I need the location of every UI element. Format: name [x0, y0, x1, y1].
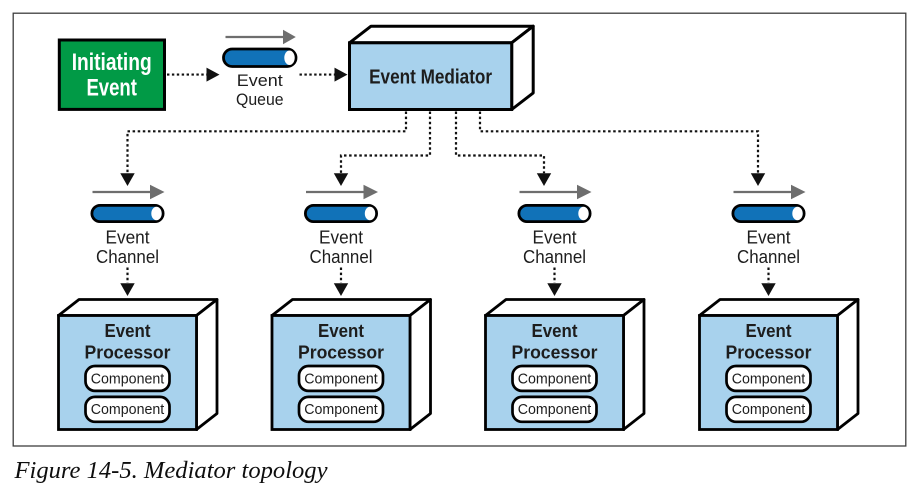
- svg-text:Event: Event: [746, 320, 792, 341]
- svg-text:Component: Component: [518, 402, 592, 418]
- svg-text:Event: Event: [532, 320, 578, 341]
- svg-text:Channel: Channel: [523, 246, 586, 267]
- svg-text:Event: Event: [533, 226, 578, 247]
- svg-text:Processor: Processor: [512, 342, 598, 363]
- svg-text:Initiating: Initiating: [72, 50, 152, 76]
- svg-text:Event: Event: [318, 320, 364, 341]
- svg-text:Component: Component: [732, 371, 806, 387]
- svg-text:Processor: Processor: [298, 342, 384, 363]
- svg-text:Event: Event: [86, 76, 137, 102]
- svg-text:Event: Event: [106, 226, 151, 247]
- svg-text:Processor: Processor: [726, 342, 812, 363]
- svg-text:Channel: Channel: [737, 246, 800, 267]
- svg-text:Event: Event: [747, 226, 792, 247]
- svg-text:Channel: Channel: [96, 246, 159, 267]
- svg-text:Figure 14-5. Mediator topology: Figure 14-5. Mediator topology: [13, 457, 327, 484]
- svg-text:Event: Event: [319, 226, 364, 247]
- svg-text:Component: Component: [304, 371, 378, 387]
- svg-text:Component: Component: [518, 371, 592, 387]
- svg-text:Component: Component: [91, 402, 165, 418]
- svg-text:Event: Event: [237, 71, 283, 90]
- svg-text:Queue: Queue: [236, 90, 284, 109]
- svg-text:Event: Event: [105, 320, 151, 341]
- svg-text:Component: Component: [304, 402, 378, 418]
- svg-text:Processor: Processor: [85, 342, 171, 363]
- svg-text:Event Mediator: Event Mediator: [369, 66, 492, 88]
- svg-text:Channel: Channel: [310, 246, 373, 267]
- svg-text:Component: Component: [91, 371, 165, 387]
- svg-text:Component: Component: [732, 402, 806, 418]
